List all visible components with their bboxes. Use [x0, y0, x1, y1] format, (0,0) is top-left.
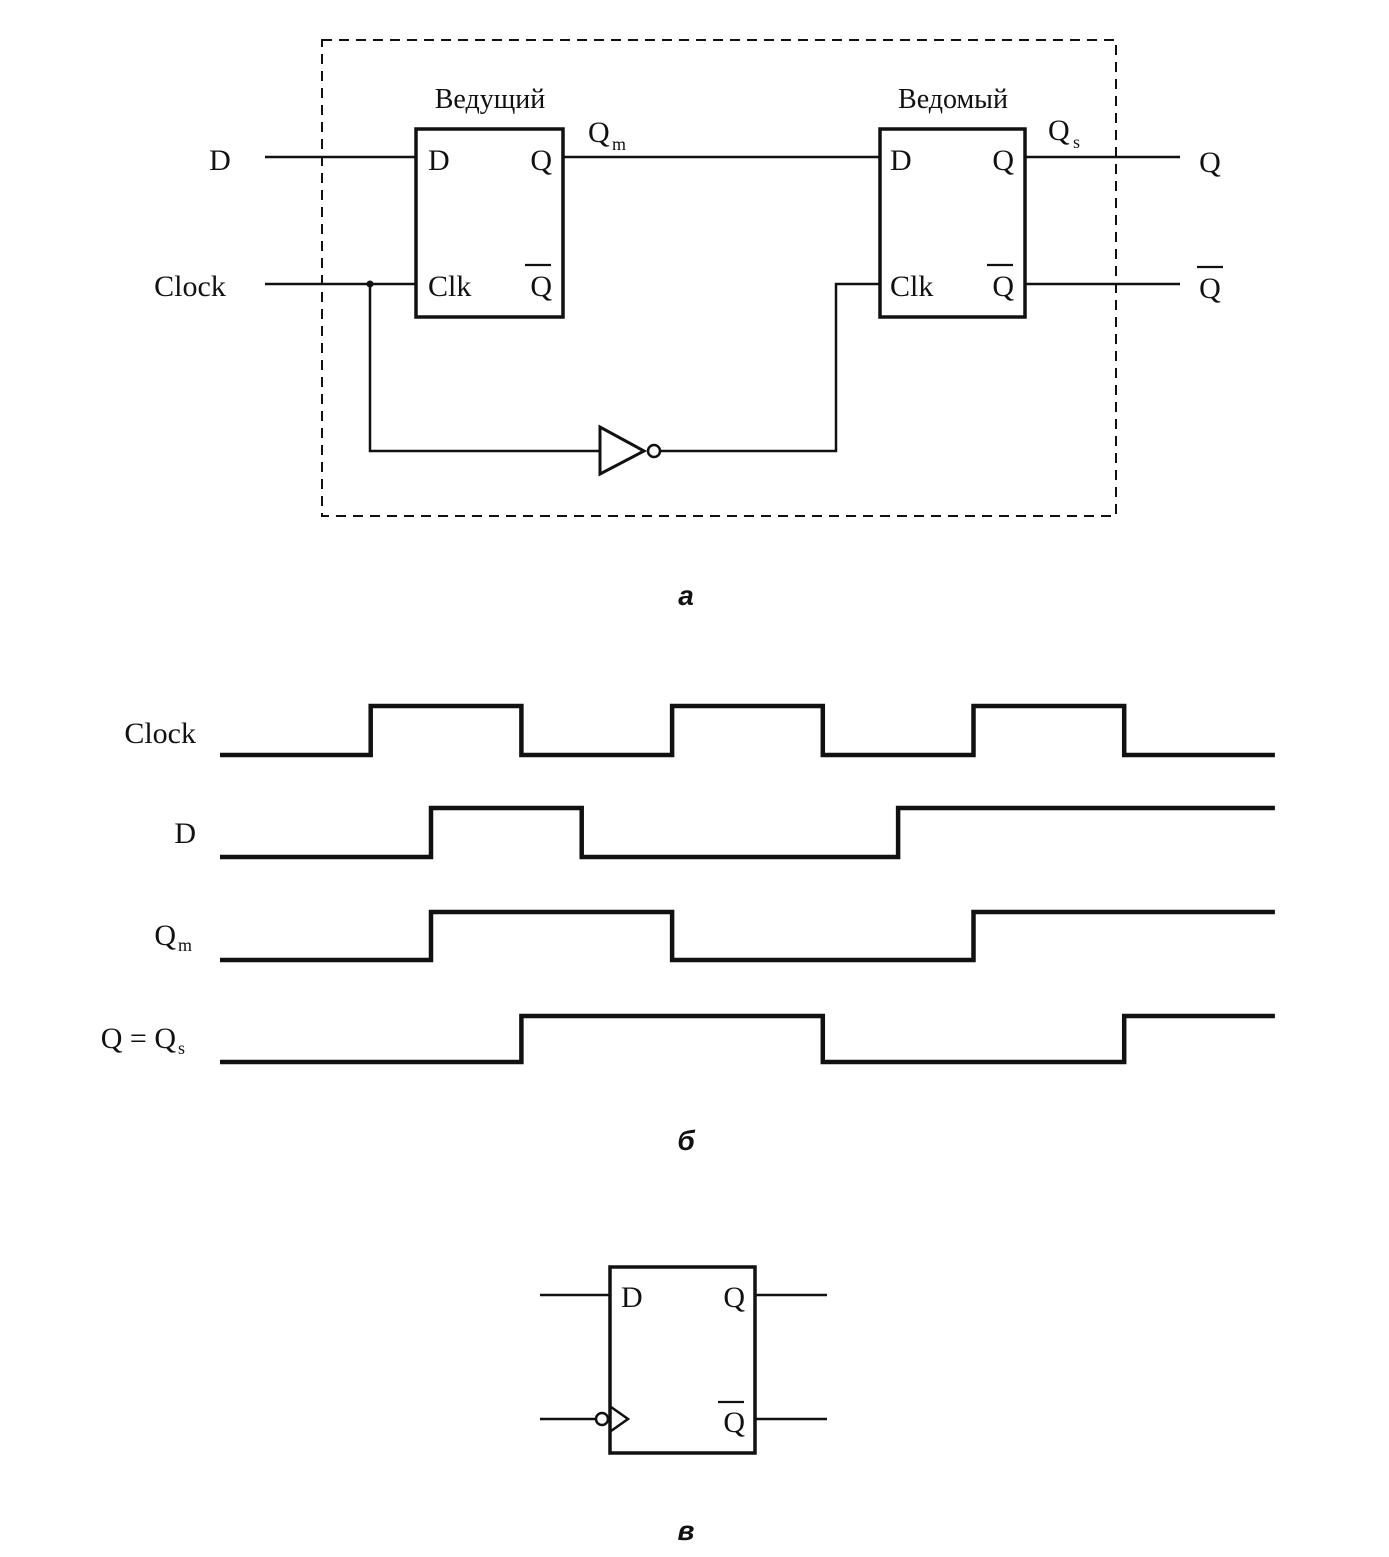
waveform-clock — [220, 703, 1275, 758]
slave-pin-d: D — [890, 144, 912, 177]
clock-inversion-bubble — [594, 1411, 610, 1427]
signal-qm: Q m — [154, 909, 1275, 963]
slave-flip-flop — [878, 127, 1027, 319]
qm-label: Q — [588, 116, 610, 149]
waveform-q-qs — [220, 1013, 1275, 1065]
qs-subscript: s — [1073, 132, 1080, 152]
waveform-d — [220, 805, 1275, 860]
slave-pin-qbar: Q — [992, 270, 1014, 303]
signal-d: D — [174, 805, 1275, 860]
signal-label-qm-sub: m — [178, 935, 192, 955]
clock-branch-wire — [368, 284, 600, 453]
symbol-pin-d: D — [621, 1281, 643, 1314]
slave-pin-clk: Clk — [890, 270, 933, 303]
slave-title: Ведомый — [898, 84, 1008, 115]
master-flip-flop — [414, 127, 565, 319]
master-pin-q: Q — [530, 144, 552, 177]
slave-pin-q: Q — [992, 144, 1014, 177]
master-title: Ведущий — [435, 84, 546, 115]
input-clock-label: Clock — [154, 270, 226, 303]
clock-edge-triangle — [610, 1405, 631, 1433]
inverted-clock-wire — [660, 282, 880, 453]
waveform-qm — [220, 909, 1275, 963]
signal-label-clock: Clock — [124, 717, 196, 750]
qs-label: Q — [1048, 114, 1070, 147]
caption-c: в — [678, 1515, 695, 1546]
signal-label-q-qs: Q = Q — [101, 1022, 177, 1055]
output-qbar-label: Q — [1199, 272, 1221, 305]
caption-a: а — [678, 580, 694, 611]
master-pin-qbar: Q — [530, 270, 552, 303]
inverter-bubble — [646, 443, 662, 459]
master-pin-clk: Clk — [428, 270, 471, 303]
signal-q-qs: Q = Q s — [101, 1013, 1275, 1065]
master-slave-circuit: Ведущий D Q Clk Q Ведомый D Q Clk Q D Cl… — [154, 39, 1223, 611]
timing-diagram: Clock D Q m Q = Q s б — [101, 703, 1275, 1156]
symbol-pin-q: Q — [723, 1281, 745, 1314]
output-q-label: Q — [1199, 146, 1221, 179]
master-pin-d: D — [428, 144, 450, 177]
signal-clock: Clock — [124, 703, 1275, 758]
caption-b: б — [677, 1125, 695, 1156]
qm-subscript: m — [612, 134, 626, 154]
symbol-box — [608, 1265, 757, 1455]
signal-label-qm: Q — [154, 919, 176, 952]
symbol-pin-qbar: Q — [723, 1406, 745, 1439]
input-d-label: D — [209, 144, 231, 177]
signal-label-q-qs-sub: s — [178, 1038, 185, 1058]
dashed-enclosure — [321, 39, 1117, 517]
inverter-gate — [598, 424, 648, 477]
flip-flop-symbol: D Q Q в — [540, 1265, 827, 1546]
signal-label-d: D — [174, 817, 196, 850]
